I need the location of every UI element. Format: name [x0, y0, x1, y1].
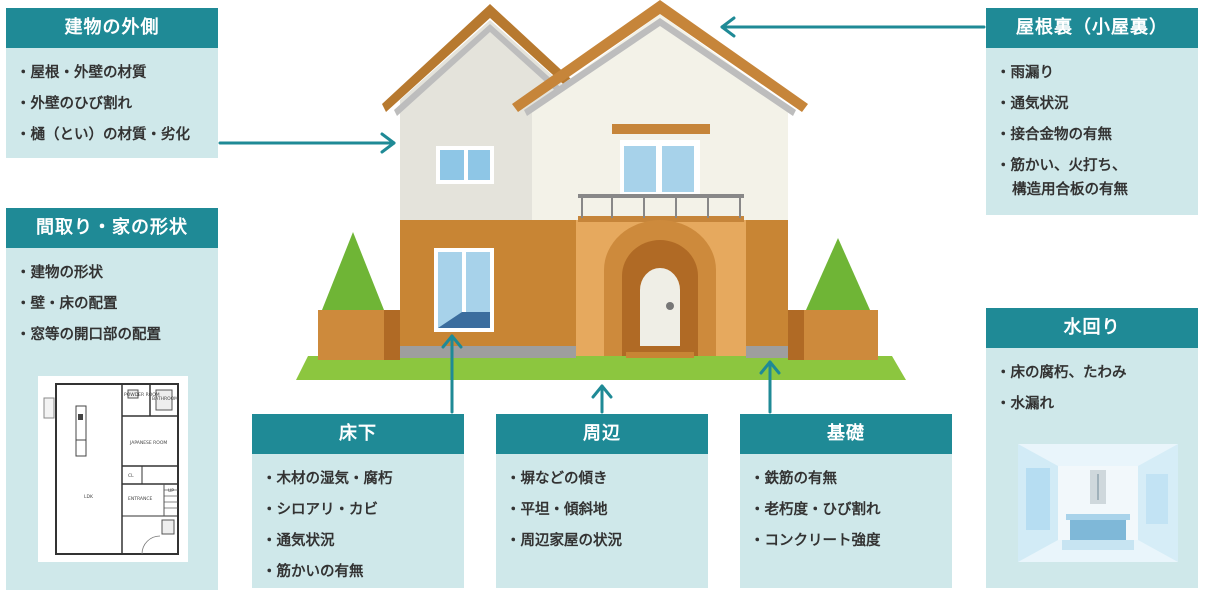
list-item: 建物の形状	[16, 258, 218, 289]
card-foundation-title: 基礎	[740, 414, 952, 454]
room-label: ENTRANCE	[128, 496, 152, 502]
list-item-text: 筋かい、火打ち、	[1010, 158, 1127, 174]
list-item: 屋根・外壁の材質	[16, 58, 218, 89]
card-attic: 屋根裏（小屋裏） 雨漏り 通気状況 接合金物の有無 筋かい、火打ち、構造用合板の…	[986, 8, 1198, 215]
list-item: コンクリート強度	[750, 526, 952, 557]
list-item: 床の腐朽、たわみ	[996, 358, 1198, 389]
lawn	[296, 356, 906, 380]
card-layout: 間取り・家の形状 建物の形状 壁・床の配置 窓等の開口部の配置 POWDER R…	[6, 208, 218, 590]
list-item: 雨漏り	[996, 58, 1198, 89]
list-item: 平坦・傾斜地	[506, 495, 708, 526]
list-item: 樋（とい）の材質・劣化	[16, 120, 218, 151]
list-item: 塀などの傾き	[506, 464, 708, 495]
list-item: 外壁のひび割れ	[16, 89, 218, 120]
list-item: 水漏れ	[996, 389, 1198, 420]
bathroom-image	[1018, 444, 1178, 562]
list-item: 壁・床の配置	[16, 289, 218, 320]
list-item: 筋かいの有無	[262, 557, 464, 588]
arrows	[218, 16, 986, 414]
list-item: シロアリ・カビ	[262, 495, 464, 526]
card-underfloor: 床下 木材の湿気・腐朽 シロアリ・カビ 通気状況 筋かいの有無	[252, 414, 464, 588]
list-item: 通気状況	[996, 89, 1198, 120]
room-label: BATHROOM	[152, 396, 178, 402]
card-water: 水回り 床の腐朽、たわみ 水漏れ	[986, 308, 1198, 588]
list-item: 老朽度・ひび割れ	[750, 495, 952, 526]
card-attic-title: 屋根裏（小屋裏）	[986, 8, 1198, 48]
card-surroundings-title: 周辺	[496, 414, 708, 454]
list-item: 接合金物の有無	[996, 120, 1198, 151]
tree-left	[322, 232, 384, 310]
room-label: POWDER ROOM	[124, 392, 160, 398]
list-item: 窓等の開口部の配置	[16, 320, 218, 351]
room-label: UP	[168, 488, 174, 494]
list-item: 鉄筋の有無	[750, 464, 952, 495]
list-item: 木材の湿気・腐朽	[262, 464, 464, 495]
card-exterior-title: 建物の外側	[6, 8, 218, 48]
list-item-continuation: 構造用合板の有無	[1012, 182, 1128, 198]
room-label: LDK	[84, 494, 94, 500]
room-label: CL	[128, 473, 134, 479]
card-exterior: 建物の外側 屋根・外壁の材質 外壁のひび割れ 樋（とい）の材質・劣化	[6, 8, 218, 158]
card-foundation: 基礎 鉄筋の有無 老朽度・ひび割れ コンクリート強度	[740, 414, 952, 588]
list-item: 周辺家屋の状況	[506, 526, 708, 557]
room-label: JAPANESE ROOM	[129, 440, 167, 446]
front-door	[640, 268, 680, 346]
list-item: 筋かい、火打ち、構造用合板の有無	[996, 151, 1198, 202]
floor-plan-image: POWDER ROOM BATHROOM JAPANESE ROOM CL LD…	[38, 376, 188, 562]
card-underfloor-title: 床下	[252, 414, 464, 454]
tree-right	[806, 238, 870, 310]
list-item: 通気状況	[262, 526, 464, 557]
card-water-title: 水回り	[986, 308, 1198, 348]
card-layout-title: 間取り・家の形状	[6, 208, 218, 248]
card-surroundings: 周辺 塀などの傾き 平坦・傾斜地 周辺家屋の状況	[496, 414, 708, 588]
